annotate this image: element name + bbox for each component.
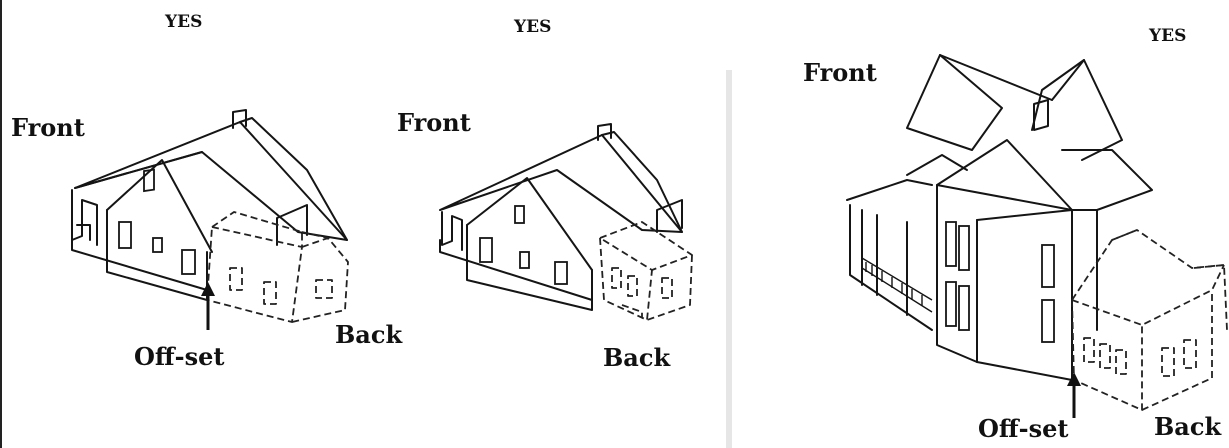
- house-3-back-window-1: [1084, 338, 1094, 362]
- house-2-back-side: [647, 255, 692, 320]
- house-1-back-window-2: [264, 282, 276, 304]
- house-1-back-ridge: [302, 232, 328, 238]
- house-1-back-window-1: [230, 268, 242, 290]
- offset-label-3: Off-set: [978, 414, 1068, 443]
- house-3-back-eave: [1072, 265, 1224, 325]
- house-1-window-1: [119, 222, 131, 248]
- front-label-1: Front: [11, 113, 85, 142]
- house-3-back-roof-ridge: [1112, 230, 1224, 268]
- yes-label-1: YES: [165, 12, 202, 32]
- house-1-porch: [72, 190, 97, 245]
- house-3-tower-roof: [937, 140, 1072, 210]
- house-2-back-window-2: [628, 276, 637, 296]
- house-3-left-peak: [907, 55, 1002, 150]
- house-1-back-window-3: [316, 280, 332, 298]
- house-2-window-3: [555, 262, 567, 284]
- house-2-porch: [442, 212, 462, 250]
- yes-label-2: YES: [514, 17, 551, 37]
- house-1-back-front-face: [207, 227, 302, 322]
- house-3-tower-left: [937, 185, 977, 362]
- house-3-window-b: [959, 226, 969, 270]
- house-2-window-1: [480, 238, 492, 262]
- house-3-window-f: [1042, 300, 1054, 342]
- house-3-back-window-2: [1100, 344, 1110, 368]
- house-3-ridge: [940, 55, 1052, 100]
- house-3-porch-roof: [847, 180, 932, 200]
- house-3-window-c: [946, 282, 956, 326]
- house-2-back-window-3: [662, 278, 672, 298]
- house-3-right-roof: [1062, 150, 1152, 210]
- house-2-gable-window: [515, 206, 524, 223]
- house-2: [440, 124, 692, 320]
- house-3-tower-front: [977, 210, 1072, 380]
- house-3-window-e: [1042, 245, 1054, 287]
- house-1-window-2: [153, 238, 162, 252]
- house-3-back-window-3: [1116, 350, 1126, 374]
- back-label-2: Back: [603, 343, 670, 372]
- offset-label-1: Off-set: [134, 342, 224, 371]
- house-3-tower-side: [1072, 210, 1097, 330]
- house-3-window-a: [946, 222, 956, 266]
- back-label-3: Back: [1154, 412, 1221, 441]
- house-3-porch-balusters: [866, 262, 922, 306]
- house-3-back-window-4: [1162, 348, 1174, 376]
- house-2-back-window-1: [612, 268, 621, 288]
- house-3-window-d: [959, 286, 969, 330]
- front-label-3: Front: [803, 58, 877, 87]
- house-1-window-3: [182, 250, 195, 274]
- house-2-window-2: [520, 252, 529, 268]
- back-label-1: Back: [335, 320, 402, 349]
- house-3-back-roof-left: [1072, 230, 1137, 300]
- house-3: [847, 55, 1227, 410]
- house-3-back-window-5: [1184, 340, 1196, 368]
- house-2-back-front: [600, 238, 652, 320]
- front-label-2: Front: [397, 108, 471, 137]
- yes-label-3: YES: [1149, 26, 1186, 46]
- house-3-back-front: [1072, 300, 1142, 410]
